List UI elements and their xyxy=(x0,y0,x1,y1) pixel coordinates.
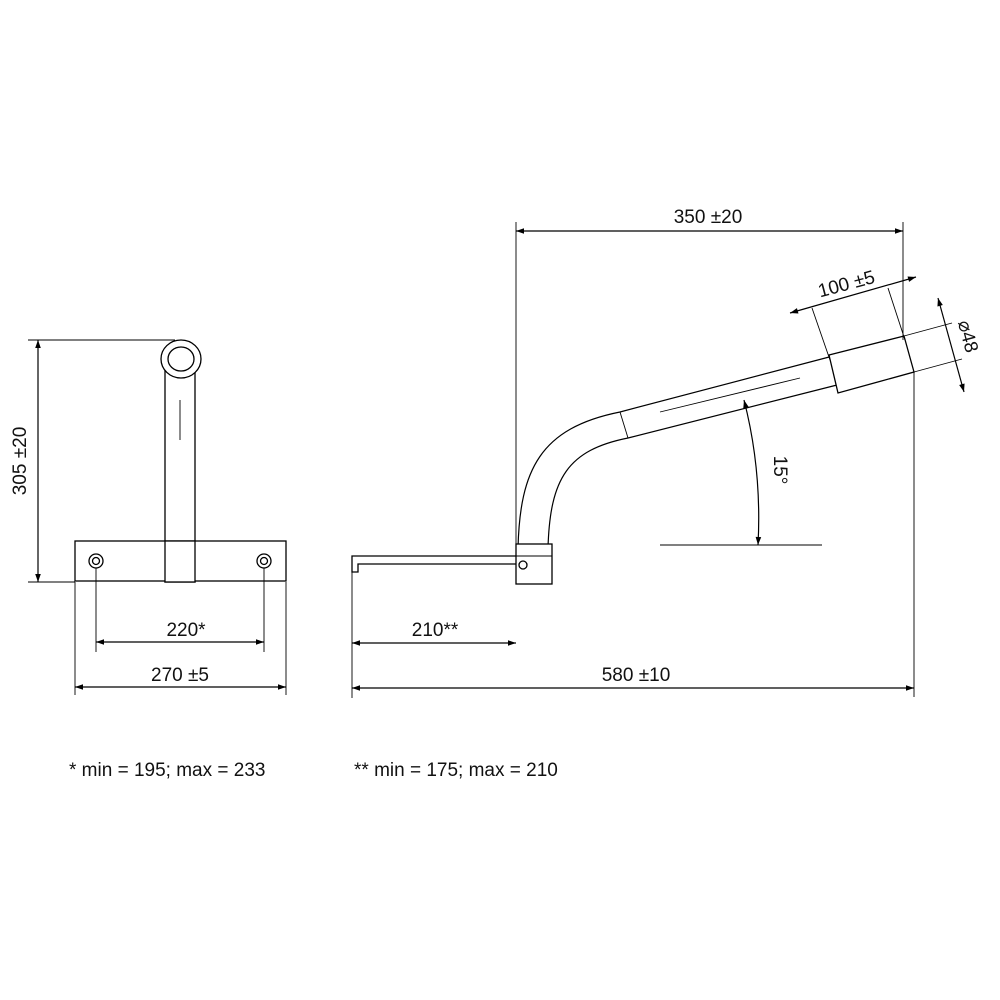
side-total-label: 580 ±10 xyxy=(602,665,671,686)
side-arm-highlight xyxy=(659,377,801,413)
side-diam-dim-line xyxy=(937,297,965,393)
front-view: 305 ±20 220* 270 ±5 xyxy=(10,339,287,695)
front-height-label: 305 ±20 xyxy=(10,427,31,496)
side-clamp-bolt xyxy=(518,560,528,570)
side-angle-label: 15° xyxy=(769,456,790,485)
side-reach-label: 350 ±20 xyxy=(674,207,743,228)
side-sleeve-ext-right xyxy=(887,287,906,341)
side-diam-label: ⌀48 xyxy=(953,318,982,355)
side-arm-outer xyxy=(517,355,834,549)
side-sleeve-ext-left xyxy=(811,307,831,361)
front-holes-label: 220* xyxy=(166,620,206,641)
front-pipe-top-bore xyxy=(167,346,195,372)
side-end-sleeve xyxy=(828,335,915,394)
side-arm-joint xyxy=(619,411,629,439)
side-rod xyxy=(351,555,521,573)
footnote-1: * min = 195; max = 233 xyxy=(69,760,266,781)
side-rod-label: 210** xyxy=(412,620,459,641)
front-width-label: 270 ±5 xyxy=(151,665,209,686)
side-angle-arc xyxy=(743,399,762,546)
front-pipe-collar xyxy=(164,540,196,583)
front-bolt-left xyxy=(88,553,104,569)
side-diam-ext-top xyxy=(903,322,953,337)
front-bolt-right xyxy=(256,553,272,569)
side-view: 350 ±20 100 ±5 ⌀48 15° 210** 580 ±10 xyxy=(351,207,982,698)
side-arm-inner xyxy=(547,384,838,549)
side-sleeve-dim-line xyxy=(789,276,917,314)
footnote-2: ** min = 175; max = 210 xyxy=(354,760,558,781)
